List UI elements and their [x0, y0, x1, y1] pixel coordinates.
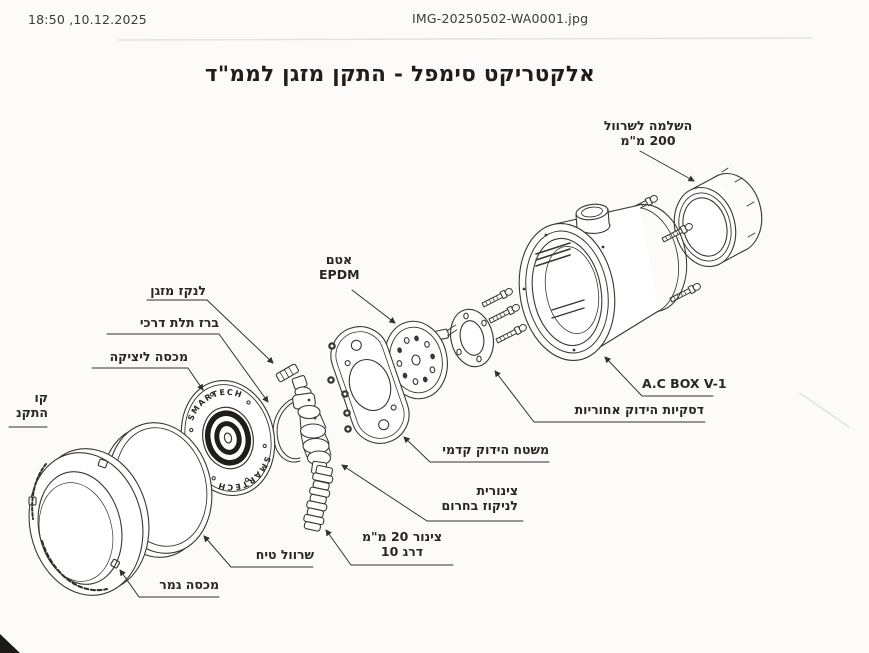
label-line: מכסה ליציקה	[109, 349, 188, 364]
scan-corner-wedge	[0, 634, 20, 653]
label-line: דרג 10	[380, 544, 424, 560]
label-ac-box: A.C BOX V-1	[642, 376, 727, 391]
three-way-valve	[272, 363, 332, 476]
label-line: A.C BOX V-1	[642, 376, 727, 391]
label-casting-cover: מכסה ליציקה	[91, 349, 188, 364]
label-line: צינורית	[476, 483, 518, 498]
label-seal: אטם EPDM	[319, 252, 360, 283]
label-line: קו	[34, 390, 49, 405]
label-line: השלמה לשרוול	[603, 118, 693, 133]
leader-emergency-tube	[341, 464, 524, 522]
label-line: ברז תלת דרכי	[139, 315, 219, 330]
label-rear-washers: דסקיות הידוק אחוריות	[536, 402, 704, 417]
rear-washer-ring	[449, 308, 495, 368]
label-line: צינור 20 מ"מ	[361, 529, 443, 544]
label-line: התקנ	[16, 405, 48, 421]
scan-artifacts	[117, 37, 850, 428]
sleeve-completion-collar	[673, 167, 763, 268]
ac-box	[518, 203, 688, 361]
label-line: 200 מ"מ	[620, 133, 676, 149]
leader-casting-cover	[91, 367, 204, 391]
finish-cover	[28, 448, 150, 596]
leader-lines	[8, 150, 714, 598]
leader-front-clamp	[403, 436, 550, 463]
label-line: שרוול טיח	[255, 547, 314, 562]
pipe-20mm	[303, 464, 334, 532]
label-line: אטם	[325, 252, 353, 267]
image-filename: IMG-20250502-WA0001.jpg	[412, 11, 589, 26]
label-line: EPDM	[319, 267, 360, 283]
label-cut-off: קו התקנ	[10, 390, 48, 421]
label-line: משטח הידוק קדמי	[442, 442, 549, 457]
label-line: מכסה גמר	[159, 577, 219, 592]
label-plaster-sleeve: שרוול טיח	[234, 547, 314, 562]
leader-finish-cover	[119, 569, 220, 598]
leader-ac-box	[604, 356, 714, 397]
leader-seal	[351, 289, 396, 324]
label-line: לנקז מזגן	[150, 283, 206, 298]
label-emergency-drain-tube: צינורית לניקוז בחרום	[428, 483, 519, 514]
label-pipe-20mm: צינור 20 מ"מ דרג 10	[352, 529, 452, 560]
label-finish-cover: מכסה גמר	[140, 577, 219, 592]
leader-rear-washers	[494, 370, 706, 423]
leader-sleeve-completion	[639, 150, 695, 182]
label-sleeve-completion: השלמה לשרוול 200 מ"מ	[595, 118, 701, 149]
leader-ac-drain	[146, 299, 274, 364]
leader-three-way	[106, 333, 269, 403]
label-line: לניקוז בחרום	[441, 498, 519, 514]
leader-pipe-20mm	[325, 529, 454, 566]
label-line: דסקיות הידוק אחוריות	[574, 402, 704, 417]
leader-plaster-sleeve	[203, 535, 314, 568]
label-front-clamp: משטח הידוק קדמי	[432, 442, 549, 457]
scan-timestamp: 18:50 ,10.12.2025	[28, 12, 147, 27]
page-title: אלקטריקט סימפל - התקן מזגן לממ"ד	[204, 62, 596, 87]
label-three-way-valve: ברז תלת דרכי	[105, 315, 219, 330]
o-rings	[327, 342, 352, 433]
label-ac-drain: לנקז מזגן	[144, 283, 206, 298]
